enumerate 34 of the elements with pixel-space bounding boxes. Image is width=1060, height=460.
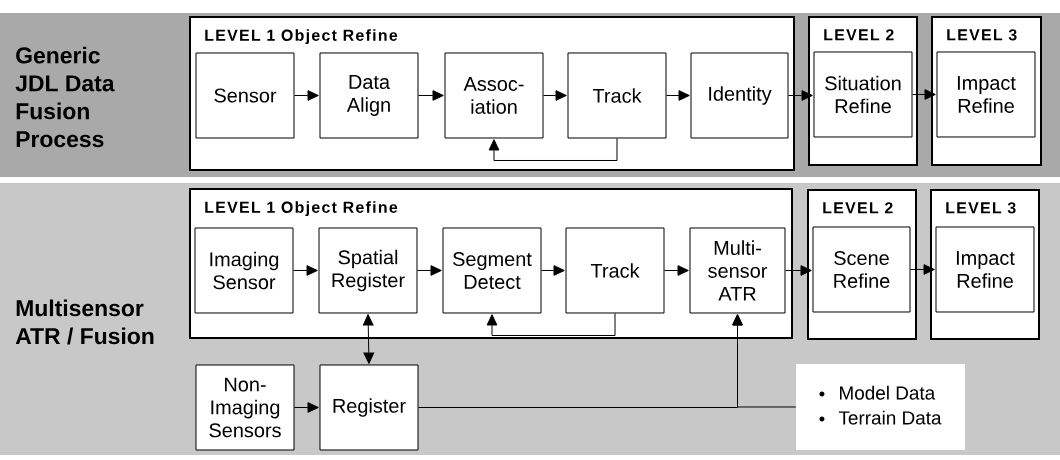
arrow	[912, 89, 936, 100]
arrow	[664, 265, 689, 276]
process-box: Situation Refine	[813, 51, 913, 138]
process-box: Imaging Sensor	[194, 227, 294, 314]
process-box: Assoc- iation	[444, 52, 544, 139]
process-box: Sensor	[195, 52, 295, 139]
arrow	[294, 90, 319, 101]
process-box: Impact Refine	[936, 51, 1036, 138]
process-box: Track	[565, 227, 665, 314]
arrow	[732, 314, 797, 408]
arrow	[910, 264, 935, 275]
process-box: Identity	[690, 52, 789, 139]
arrow	[362, 314, 375, 364]
arrow	[488, 138, 618, 161]
arrow	[785, 265, 812, 276]
process-box: Segment Detect	[442, 227, 542, 314]
process-box: Multi- sensor ATR	[689, 227, 786, 314]
process-box: Impact Refine	[935, 226, 1035, 313]
arrow	[666, 90, 690, 101]
arrow	[293, 265, 318, 276]
process-box: Track	[567, 52, 667, 139]
arrow	[788, 90, 813, 101]
data-list-box: Model Data Terrain Data	[796, 364, 965, 450]
process-box: Register	[319, 364, 419, 451]
arrow	[417, 265, 442, 276]
arrow	[541, 265, 565, 276]
arrow	[418, 90, 444, 101]
arrow	[294, 402, 319, 413]
process-box: Scene Refine	[812, 226, 911, 313]
process-box: Non- Imaging Sensors	[195, 364, 295, 451]
arrow	[543, 90, 567, 101]
process-box: Spatial Register	[318, 227, 418, 314]
arrow	[486, 313, 616, 336]
process-box: Data Align	[319, 52, 419, 139]
